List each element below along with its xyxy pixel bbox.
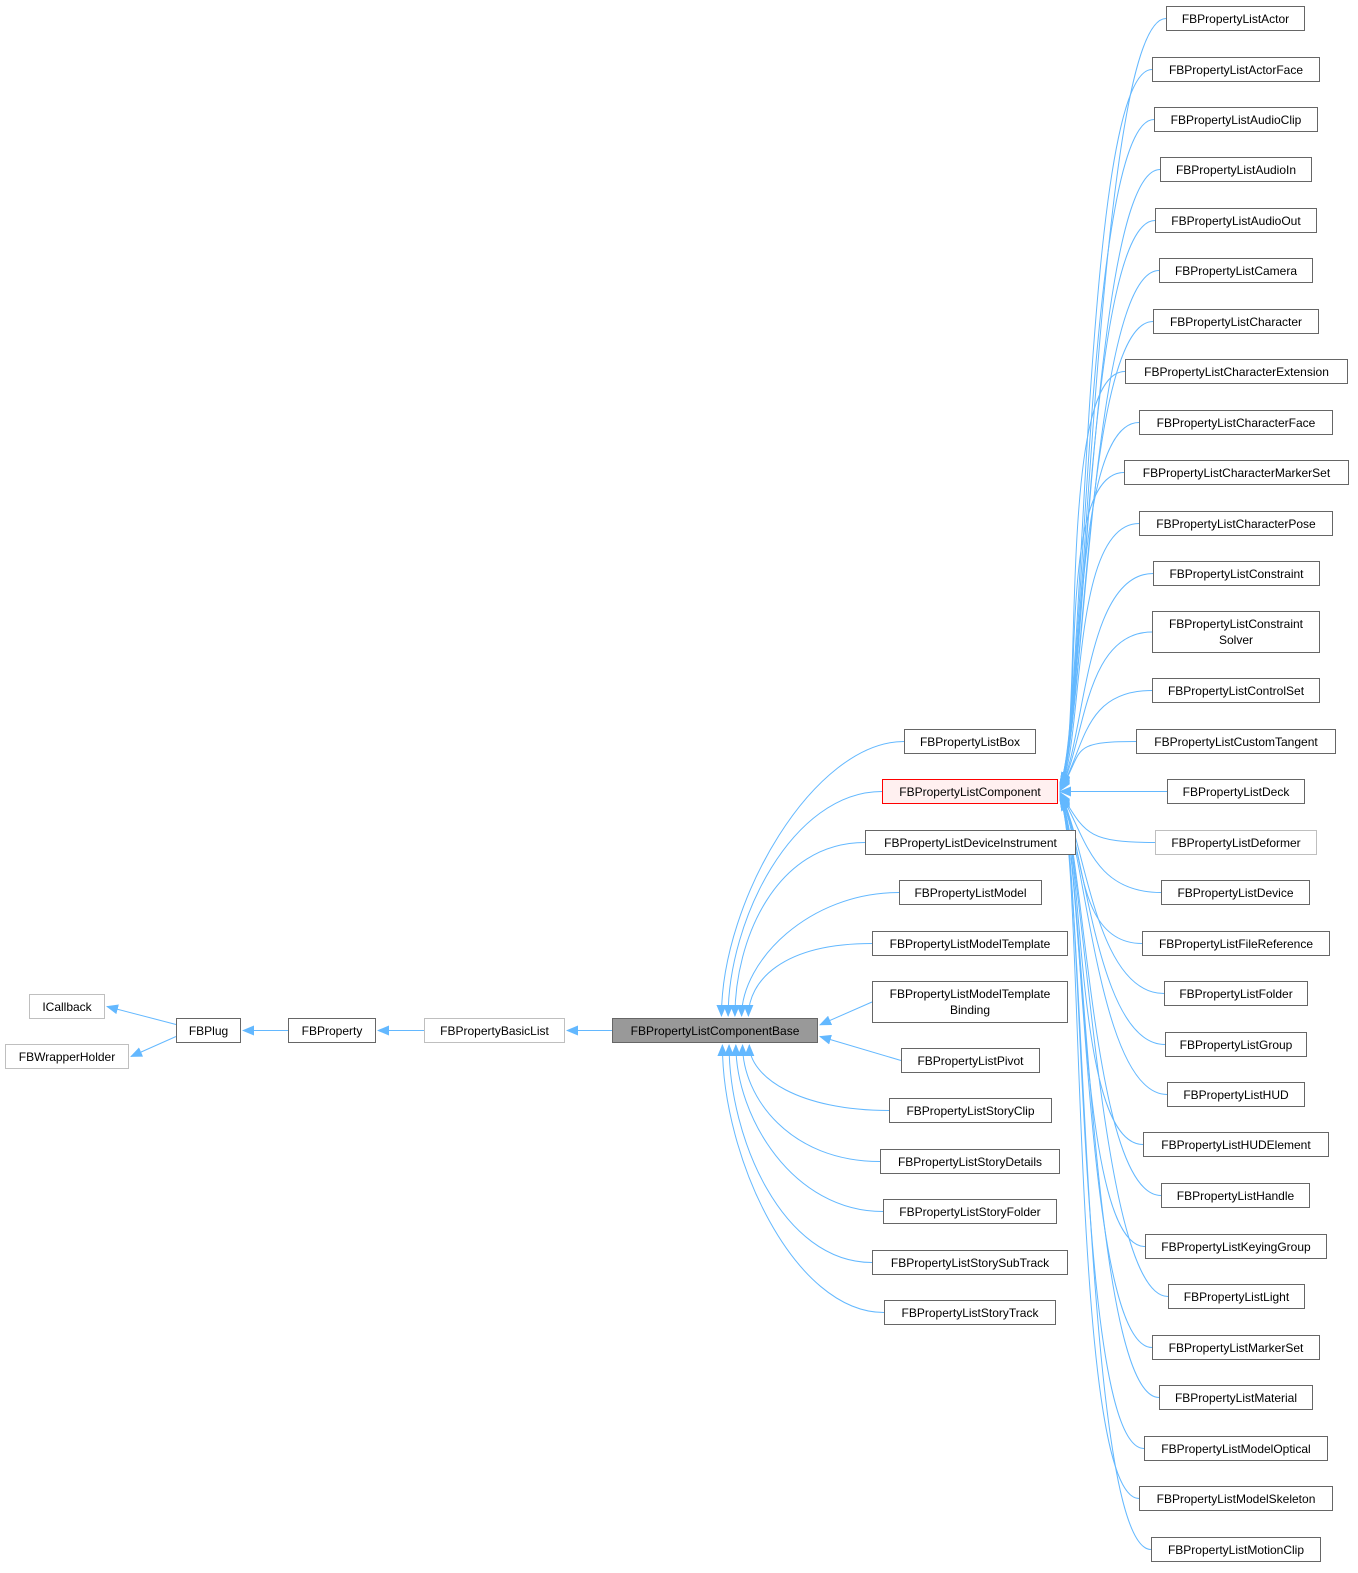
inheritance-edge	[1059, 371, 1126, 786]
class-node-fbproperty-list-character-pose[interactable]: FBPropertyListCharacterPose	[1139, 511, 1333, 536]
class-node-fbproperty-list-story-details[interactable]: FBPropertyListStoryDetails	[880, 1149, 1060, 1174]
class-node-fbproperty-list-audio-clip[interactable]: FBPropertyListAudioClip	[1154, 107, 1318, 132]
inheritance-edge	[106, 1004, 177, 1025]
class-node-icallback[interactable]: ICallback	[29, 994, 105, 1019]
class-node-fbproperty-list-deck[interactable]: FBPropertyListDeck	[1167, 779, 1305, 804]
class-node-fbproperty-list-character-marker-set[interactable]: FBPropertyListCharacterMarkerSet	[1124, 460, 1349, 485]
class-node-fbproperty-list-custom-tangent[interactable]: FBPropertyListCustomTangent	[1136, 729, 1336, 754]
class-node-fbproperty-list-light[interactable]: FBPropertyListLight	[1168, 1284, 1305, 1309]
inheritance-edge	[1059, 798, 1146, 1247]
class-node-fbproperty-list-actor-face[interactable]: FBPropertyListActorFace	[1152, 57, 1320, 82]
inheritance-edge	[1059, 631, 1153, 790]
class-node-fbproperty-list-camera[interactable]: FBPropertyListCamera	[1159, 258, 1313, 283]
inheritance-edge	[737, 1044, 881, 1162]
class-node-fbproperty-list-group[interactable]: FBPropertyListGroup	[1165, 1032, 1307, 1057]
inheritance-edge	[729, 842, 866, 1017]
inheritance-edge	[730, 1044, 884, 1212]
class-node-fbproperty[interactable]: FBProperty	[288, 1018, 376, 1043]
class-node-fbproperty-list-character-extension[interactable]: FBPropertyListCharacterExtension	[1125, 359, 1348, 384]
inheritance-edge	[743, 943, 873, 1017]
inheritance-edge	[1059, 798, 1152, 1550]
class-node-fbproperty-list-handle[interactable]: FBPropertyListHandle	[1161, 1183, 1310, 1208]
inheritance-edge	[716, 741, 905, 1017]
inheritance-edge	[1059, 795, 1168, 1095]
class-node-fbproperty-list-story-track[interactable]: FBPropertyListStoryTrack	[884, 1300, 1056, 1325]
class-node-fbproperty-list-hud[interactable]: FBPropertyListHUD	[1167, 1082, 1305, 1107]
class-node-fbproperty-list-material[interactable]: FBPropertyListMaterial	[1159, 1385, 1313, 1410]
class-node-fbproperty-list-constraint-solver[interactable]: FBPropertyListConstraint Solver	[1152, 611, 1320, 653]
inheritance-edge	[1059, 794, 1166, 1045]
class-node-fbproperty-list-model[interactable]: FBPropertyListModel	[899, 880, 1042, 905]
inheritance-edge	[1059, 690, 1153, 791]
inheritance-edge	[1059, 573, 1154, 789]
class-node-fbproperty-list-story-folder[interactable]: FBPropertyListStoryFolder	[883, 1199, 1057, 1224]
class-node-fbproperty-list-device[interactable]: FBPropertyListDevice	[1161, 880, 1310, 905]
inheritance-edge	[1059, 741, 1137, 792]
class-node-fbproperty-list-story-sub-track[interactable]: FBPropertyListStorySubTrack	[872, 1250, 1068, 1275]
class-node-fbproperty-list-deformer[interactable]: FBPropertyListDeformer	[1155, 830, 1317, 855]
class-node-fbproperty-list-control-set[interactable]: FBPropertyListControlSet	[1152, 678, 1320, 703]
inheritance-edge	[819, 1001, 873, 1026]
class-node-fbproperty-list-model-skeleton[interactable]: FBPropertyListModelSkeleton	[1139, 1486, 1333, 1511]
class-node-fbproperty-list-device-instrument[interactable]: FBPropertyListDeviceInstrument	[865, 830, 1076, 855]
inheritance-edge	[1059, 798, 1160, 1398]
class-node-fbplug[interactable]: FBPlug	[176, 1018, 241, 1043]
inheritance-edge	[819, 1034, 902, 1061]
class-node-fbproperty-list-model-optical[interactable]: FBPropertyListModelOptical	[1144, 1436, 1328, 1461]
inheritance-edge	[1059, 523, 1140, 788]
class-node-fbproperty-basic-list[interactable]: FBPropertyBasicList	[424, 1018, 565, 1043]
class-node-fbproperty-list-component-base: FBPropertyListComponentBase	[612, 1018, 818, 1043]
class-node-fbproperty-list-component[interactable]: FBPropertyListComponent	[882, 779, 1058, 804]
inheritance-edge	[717, 1044, 885, 1313]
inheritance-edge	[130, 1036, 177, 1057]
class-node-fbproperty-list-motion-clip[interactable]: FBPropertyListMotionClip	[1151, 1537, 1321, 1562]
inheritance-edge	[744, 1044, 890, 1111]
class-node-fbproperty-list-model-template-binding[interactable]: FBPropertyListModelTemplate Binding	[872, 981, 1068, 1023]
class-node-fbwrapper-holder[interactable]: FBWrapperHolder	[5, 1044, 129, 1069]
inheritance-edge	[724, 1044, 873, 1263]
class-node-fbproperty-list-pivot[interactable]: FBPropertyListPivot	[901, 1048, 1040, 1073]
inheritance-edge	[736, 892, 900, 1017]
inheritance-edge	[1059, 794, 1165, 994]
class-node-fbproperty-list-model-template[interactable]: FBPropertyListModelTemplate	[872, 931, 1068, 956]
inheritance-edge	[1059, 472, 1125, 788]
class-node-fbproperty-list-story-clip[interactable]: FBPropertyListStoryClip	[889, 1098, 1052, 1123]
class-node-fbproperty-list-keying-group[interactable]: FBPropertyListKeyingGroup	[1145, 1234, 1327, 1259]
class-node-fbproperty-list-character[interactable]: FBPropertyListCharacter	[1153, 309, 1319, 334]
class-node-fbproperty-list-file-reference[interactable]: FBPropertyListFileReference	[1142, 931, 1330, 956]
class-node-fbproperty-list-hudelement[interactable]: FBPropertyListHUDElement	[1143, 1132, 1329, 1157]
inheritance-edge	[1059, 321, 1154, 785]
inheritance-edge	[1059, 119, 1155, 785]
class-node-fbproperty-list-folder[interactable]: FBPropertyListFolder	[1164, 981, 1308, 1006]
class-node-fbproperty-list-audio-out[interactable]: FBPropertyListAudioOut	[1155, 208, 1317, 233]
class-node-fbproperty-list-box[interactable]: FBPropertyListBox	[904, 729, 1036, 754]
class-node-fbproperty-list-constraint[interactable]: FBPropertyListConstraint	[1153, 561, 1320, 586]
inheritance-edge	[723, 791, 883, 1017]
class-node-fbproperty-list-audio-in[interactable]: FBPropertyListAudioIn	[1160, 157, 1312, 182]
class-node-fbproperty-list-actor[interactable]: FBPropertyListActor	[1166, 6, 1305, 31]
class-node-fbproperty-list-marker-set[interactable]: FBPropertyListMarkerSet	[1152, 1335, 1320, 1360]
class-node-fbproperty-list-character-face[interactable]: FBPropertyListCharacterFace	[1139, 410, 1333, 435]
